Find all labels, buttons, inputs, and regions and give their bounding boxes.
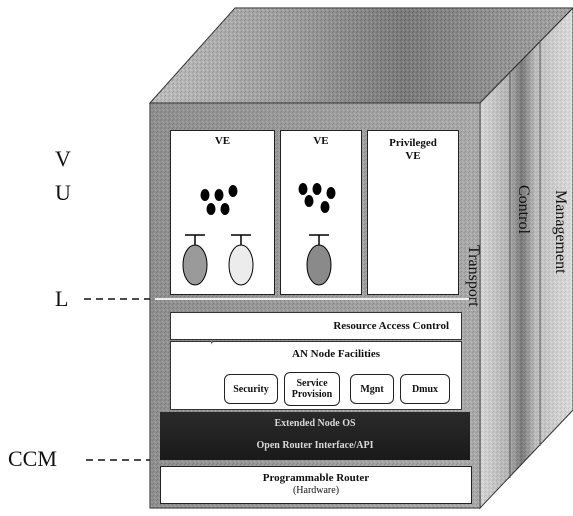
open-router-interface-label: Open Router Interface/API — [160, 440, 470, 451]
ve-resource-icon — [307, 235, 331, 285]
ve-box-1: VE — [170, 130, 275, 295]
extended-node-os-label: Extended Node OS — [160, 418, 470, 429]
ve-processes-graphic — [171, 131, 274, 294]
resource-access-control-label: Resource Access Control — [333, 320, 449, 332]
rac-extension — [170, 341, 211, 410]
transport-plane-label: Transport — [464, 245, 482, 307]
service-label: Service — [296, 378, 327, 389]
ve-box-2: VE — [280, 130, 362, 295]
label-u: U — [55, 180, 71, 206]
service-provision-facility: Service Provision — [284, 372, 340, 406]
security-facility: Security — [224, 374, 278, 404]
mgnt-facility: Mgnt — [350, 374, 394, 404]
dmux-label: Dmux — [412, 384, 438, 395]
programmable-router-label: Programmable Router — [161, 472, 471, 484]
resource-access-control-panel: Resource Access Control — [170, 312, 462, 340]
ve-resource-icon — [229, 235, 253, 285]
security-label: Security — [233, 384, 269, 395]
label-l: L — [55, 286, 68, 312]
privileged-ve-box: Privileged VE — [367, 130, 459, 295]
privileged-ve-title-line2: VE — [368, 150, 458, 162]
an-node-facilities-title: AN Node Facilities — [211, 348, 461, 360]
dmux-facility: Dmux — [400, 374, 450, 404]
label-v: V — [55, 146, 71, 172]
mgnt-label: Mgnt — [360, 384, 383, 395]
control-plane-label: Control — [514, 185, 532, 234]
programmable-router-panel: Programmable Router (Hardware) — [160, 466, 472, 504]
hardware-label: (Hardware) — [161, 485, 471, 496]
ve-resource-icon — [183, 235, 207, 285]
label-ccm: CCM — [8, 446, 57, 472]
ve-processes-graphic — [281, 131, 361, 294]
privileged-ve-title-line1: Privileged — [368, 137, 458, 149]
provision-label: Provision — [292, 389, 332, 400]
management-plane-label: Management — [551, 190, 569, 274]
